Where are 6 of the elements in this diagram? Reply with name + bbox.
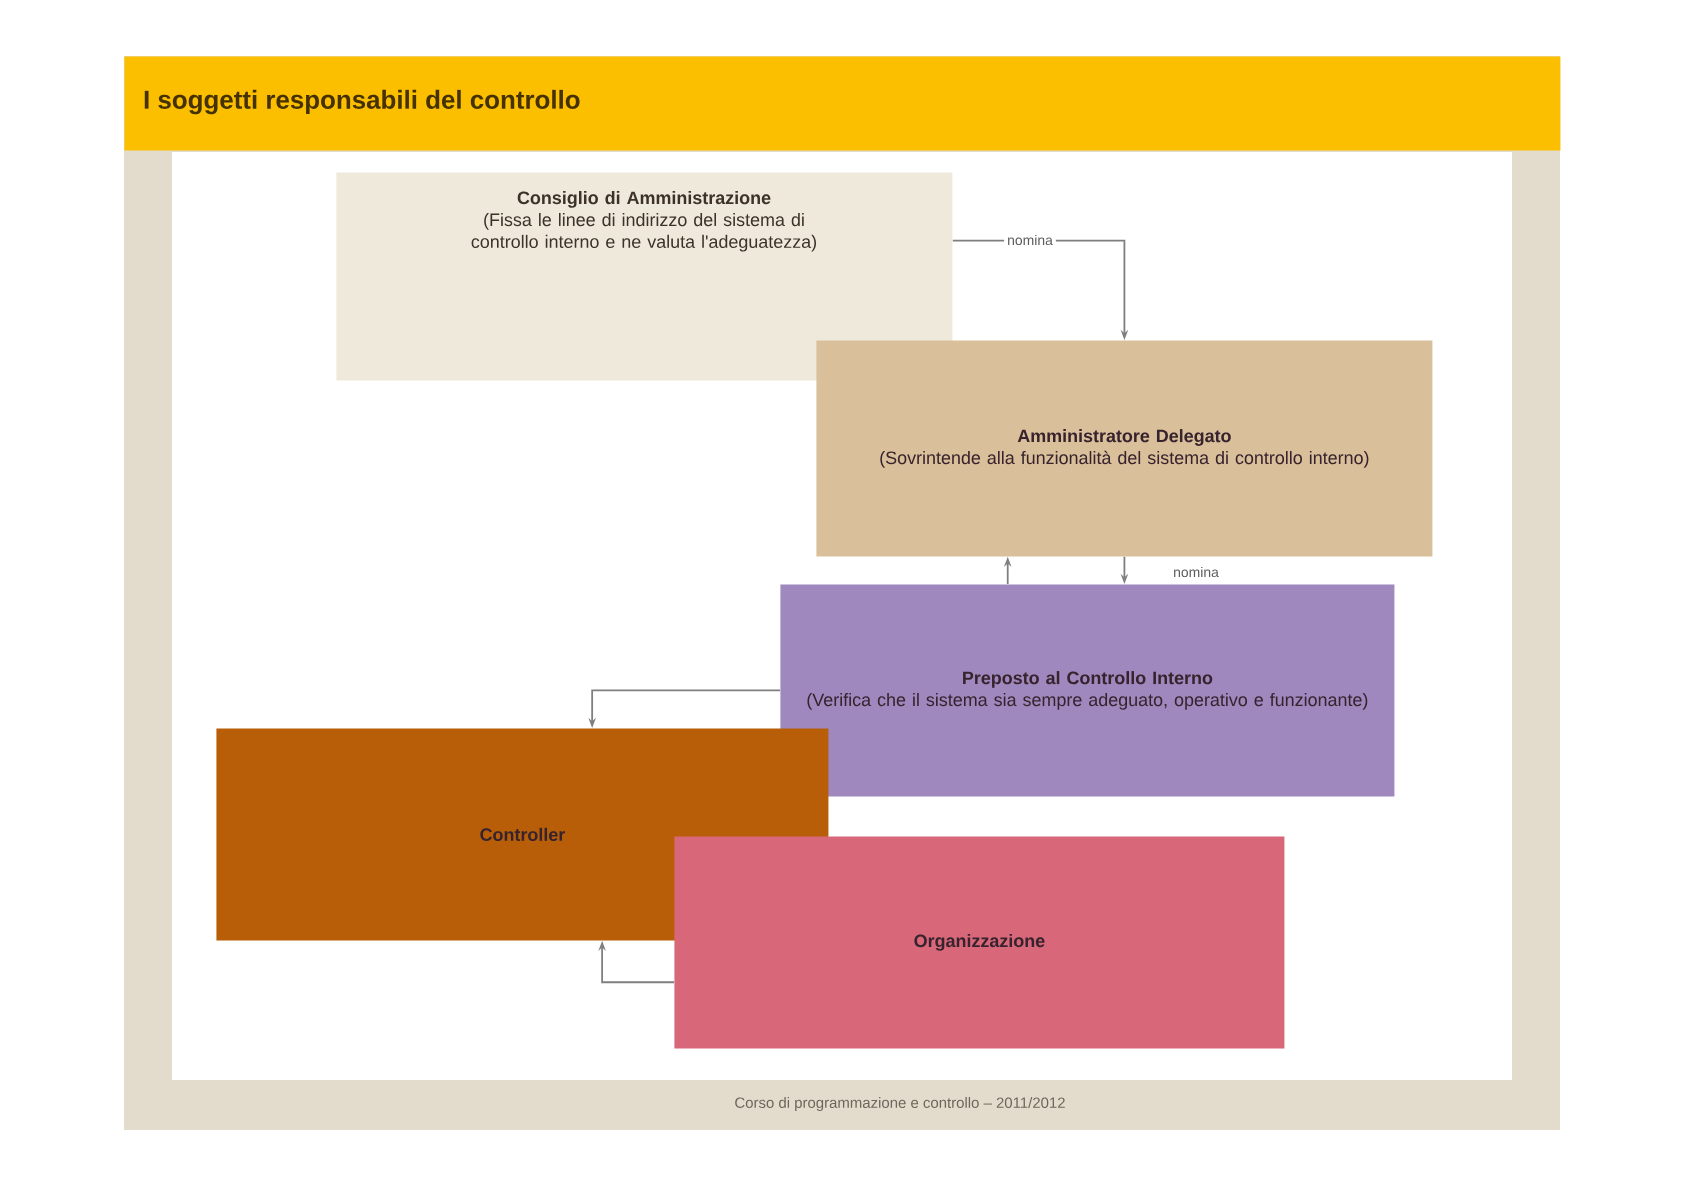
process-box: [336, 172, 953, 381]
slide-title: I soggetti responsabili del controllo: [144, 89, 580, 115]
process-box: Amministratore Delegato (Sovrintende alla funzionalità del sistema di controllo interno): [816, 340, 1433, 557]
process-box: Organizzazione: [674, 836, 1285, 1049]
process-box: Preposto al Controllo Interno (Verifica che il sistema sia sempre adeguato, operativo e funzionante): [780, 584, 1395, 797]
box-text: Consiglio di Amministrazione (Fissa le linee di indirizzo del sistema di controllo interno e ne valuta l'adeguatezza): [471, 191, 816, 252]
